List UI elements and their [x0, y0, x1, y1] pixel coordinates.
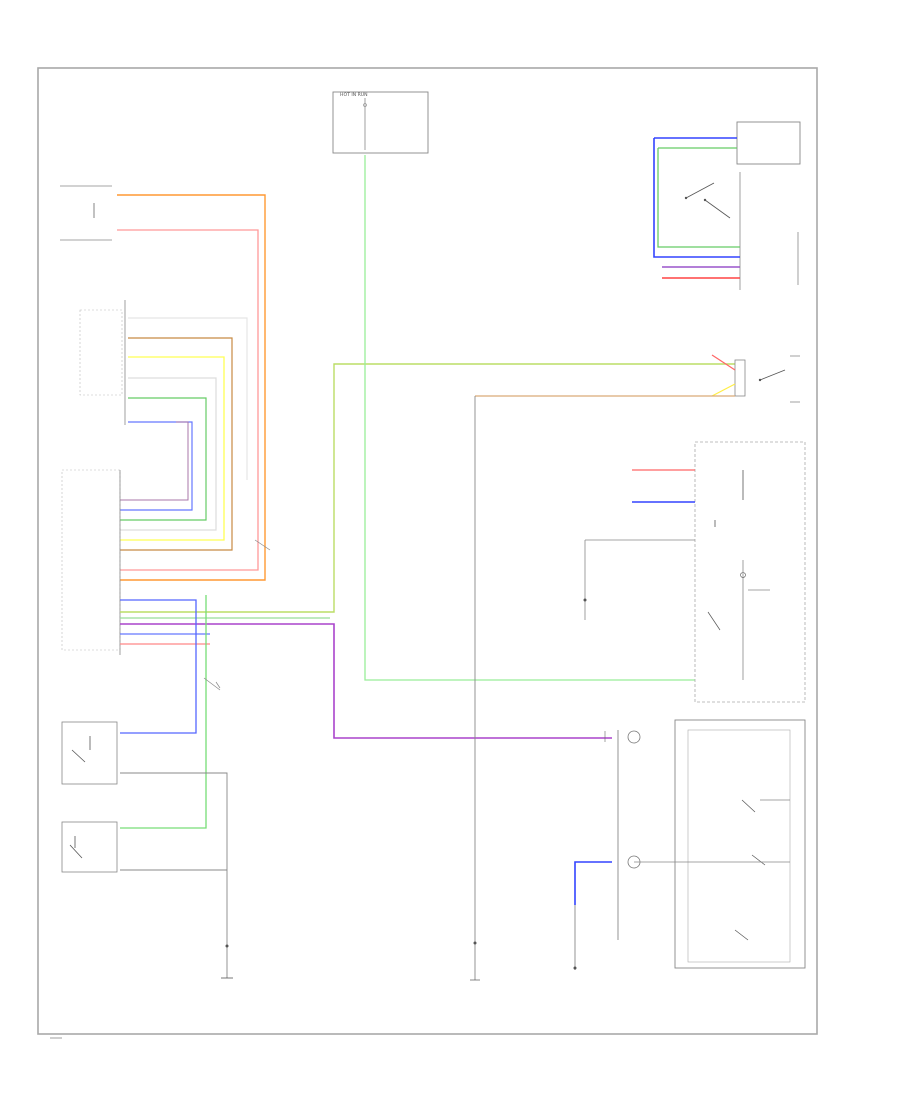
brake-switch-component — [684, 121, 801, 290]
wire-blue-sw — [120, 599, 197, 734]
wire-green-sw — [120, 595, 207, 829]
combination-switch — [694, 441, 806, 703]
cc-unit — [61, 469, 121, 655]
wire-violet — [120, 623, 612, 739]
wire-green-left — [120, 397, 207, 521]
wire-green-yellow — [120, 363, 735, 613]
wire-blue-top — [653, 138, 740, 258]
wire-green-top — [657, 148, 740, 248]
hot-in-run-fuse-box: HOT IN RUN — [332, 91, 429, 154]
ground-g3 — [470, 941, 480, 981]
wire-orange-top — [117, 194, 266, 581]
wire-blue-bottom — [574, 861, 612, 905]
hot-in-run-label: HOT IN RUN — [340, 92, 368, 98]
neutral-switch — [61, 821, 118, 873]
clutch-switch — [61, 721, 118, 785]
ground-g2 — [573, 905, 577, 970]
ground-g1 — [221, 935, 233, 979]
wire-blue-left — [120, 421, 193, 511]
wire-yellow — [120, 356, 225, 541]
wire-green-long — [364, 155, 695, 681]
wire-pink-top — [117, 229, 259, 571]
vehicle-speed-sensor — [60, 185, 112, 241]
wire-brown — [120, 337, 233, 551]
cc-actuator — [79, 300, 126, 425]
page-border — [37, 67, 818, 1035]
cc-switch-right — [734, 355, 800, 403]
instrument-cluster-switches — [674, 719, 806, 969]
